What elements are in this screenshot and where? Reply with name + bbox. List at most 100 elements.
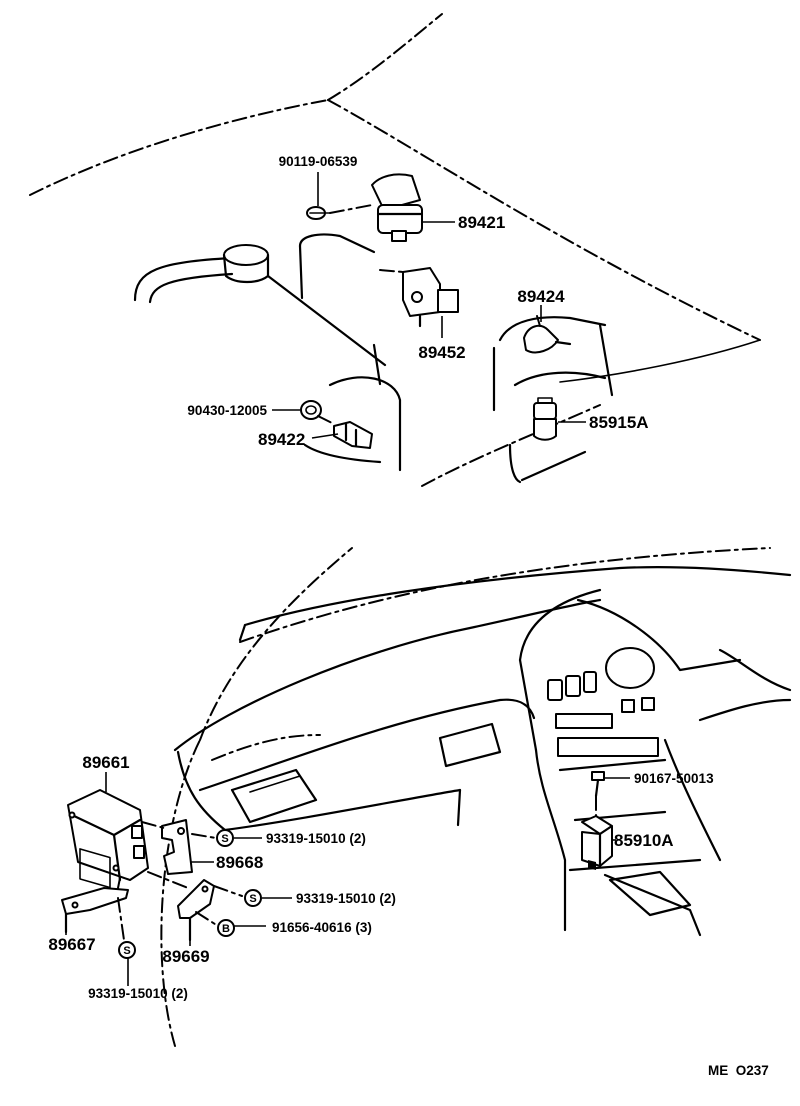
sensor-89421: [371, 173, 424, 242]
screw-90167: [591, 771, 605, 798]
label-89424: 89424: [517, 287, 565, 306]
label-89669: 89669: [162, 947, 209, 966]
climate-panel: [557, 737, 659, 757]
label-89421: 89421: [458, 213, 505, 232]
bolt-90119-dash: [329, 204, 373, 214]
dash-top-front: [173, 598, 602, 752]
bracket-89669-dash: [147, 871, 189, 889]
bolt-s-b-dash: [213, 885, 243, 897]
label-85915A: 85915A: [589, 413, 649, 432]
label-85910A: 85910A: [614, 831, 674, 850]
shifter-plate: [608, 870, 692, 917]
label-93319-15010-c: 93319-15010 (2): [88, 986, 188, 1001]
fastener-symbols: S S B S: [118, 829, 262, 959]
label-90430-12005: 90430-12005: [187, 403, 267, 418]
engine-cover-left: [298, 244, 304, 300]
bracket-89667-dash: [117, 877, 121, 889]
sensor-89422: [333, 421, 373, 449]
bracket-89668-dash: [141, 821, 165, 829]
bracket-89668: [161, 819, 193, 875]
radio-slot: [555, 713, 613, 729]
switch-right: [583, 671, 597, 693]
engine-cover-right: [372, 343, 382, 386]
bracket-89669: [177, 879, 215, 942]
glovebox-line: [223, 788, 462, 832]
bolt-s-c-dash: [117, 897, 125, 941]
bolt-s-a-dash: [191, 833, 217, 839]
sensor-89424: [523, 324, 572, 354]
bolt-90119: [306, 206, 331, 220]
dashboard-illustration: [61, 547, 792, 1047]
part-labels: 90119-06539 89421 89452 89424 90430-1200…: [48, 154, 768, 1078]
reservoir-cap: [223, 244, 269, 266]
symbol-b: B: [217, 919, 235, 937]
a-pillar-lower: [160, 739, 201, 1047]
dash-top-rear: [243, 565, 792, 627]
engine-bay-illustration: [29, 13, 761, 487]
hose-upper: [133, 256, 234, 302]
door-line: [211, 734, 321, 761]
label-91656-40616: 91656-40616 (3): [272, 920, 372, 935]
hood-right-edge: [327, 99, 761, 341]
svg-text:B: B: [222, 923, 230, 935]
label-90167-50013: 90167-50013: [634, 771, 714, 786]
button-a: [621, 699, 635, 713]
sensor-89424-dash: [536, 315, 541, 327]
washer-tank-bottom: [520, 450, 587, 482]
washer-tank-top: [498, 316, 607, 342]
svg-text:S: S: [249, 893, 256, 905]
svg-text:S: S: [123, 945, 130, 957]
label-89667: 89667: [48, 935, 95, 954]
sensor-89452-dash: [379, 269, 404, 273]
a-pillar-upper: [199, 547, 353, 741]
hood-front-edge: [559, 339, 761, 383]
panel-line-a: [558, 758, 667, 772]
glovebox-right: [456, 788, 462, 827]
sensor-89452: [402, 267, 459, 328]
ecu-89661: [67, 789, 149, 889]
gauge: [605, 647, 655, 689]
leader-89422: [311, 433, 339, 439]
tank-top-line: [266, 274, 387, 367]
washer-tank-lower-left: [508, 443, 522, 484]
engine-block-bottom: [303, 443, 382, 464]
bottom-leaders: [65, 772, 630, 986]
engine-cover-top: [298, 233, 376, 254]
console-right-edge: [663, 738, 722, 862]
label-89661: 89661: [82, 753, 129, 772]
switch-left: [547, 679, 563, 701]
dash-mid-line: [198, 698, 536, 792]
symbol-s-a: S: [216, 829, 234, 847]
dash-left-cap: [238, 623, 247, 642]
button-b: [641, 697, 655, 711]
bracket-89667: [61, 887, 129, 934]
relay-85915A: [533, 397, 557, 441]
body-lower-edge: [421, 404, 601, 487]
hood-top-edge: [327, 13, 443, 101]
label-89668: 89668: [216, 853, 263, 872]
nut-b-dash: [195, 911, 219, 927]
label-89422: 89422: [258, 430, 305, 449]
dash-left-side: [176, 750, 227, 832]
console-left-lower: [534, 748, 567, 932]
svg-text:S: S: [221, 833, 228, 845]
center-vent: [438, 722, 502, 768]
left-vent: [230, 768, 318, 824]
top-leaders: [272, 172, 586, 439]
engine-block-side: [328, 376, 402, 472]
hood-left-edge: [29, 99, 329, 196]
console-top-left: [518, 588, 602, 662]
console-top-right: [576, 598, 742, 672]
washer-tank-mid: [513, 371, 607, 387]
symbol-s-c: S: [118, 941, 136, 959]
label-93319-15010-b: 93319-15010 (2): [296, 891, 396, 906]
hose-lower: [148, 272, 234, 304]
console-rear: [603, 873, 702, 937]
gasket-90430-dash: [317, 415, 335, 425]
label-93319-15010-a: 93319-15010 (2): [266, 831, 366, 846]
gasket-90430: [300, 400, 322, 420]
dash-right-contour: [718, 648, 792, 692]
relay-85910A: [581, 815, 613, 870]
console-left-edge: [518, 658, 538, 752]
